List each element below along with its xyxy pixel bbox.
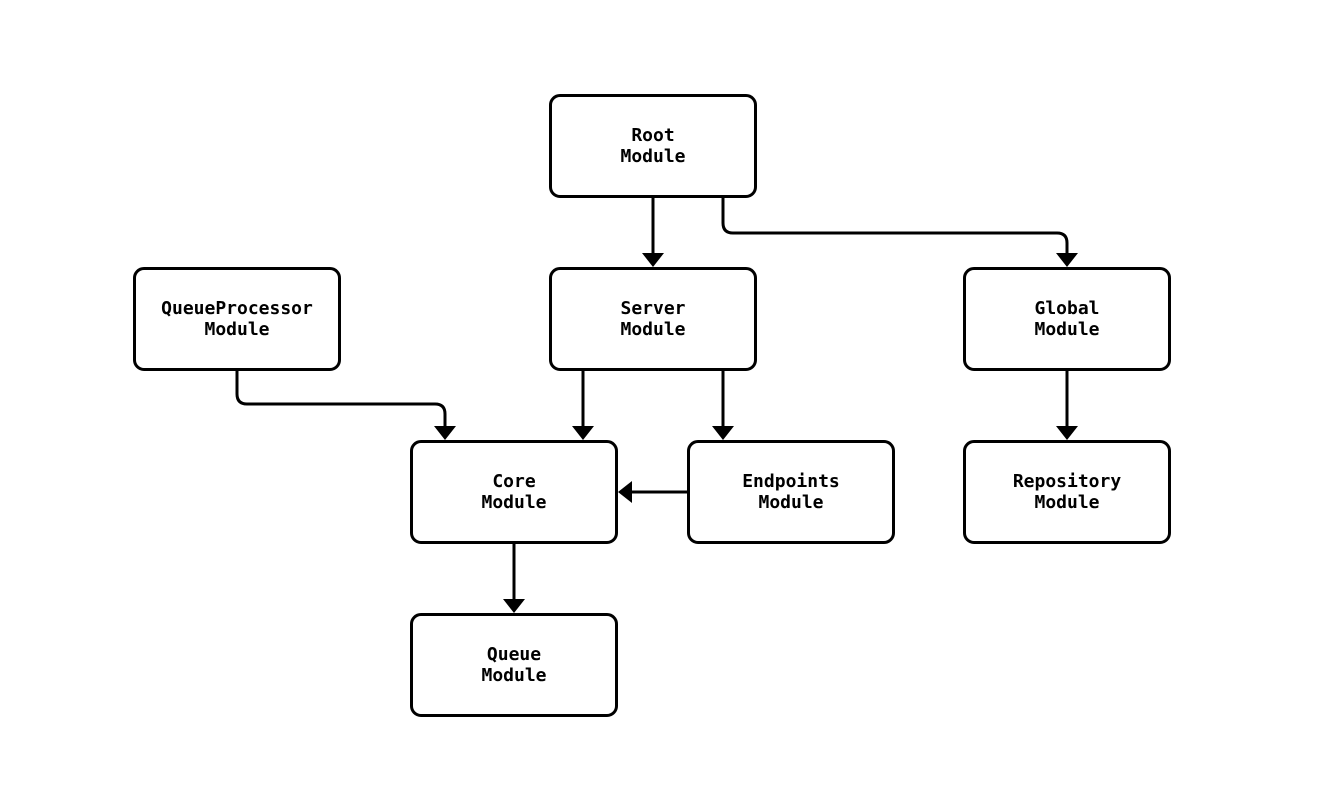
node-root-module: Root Module [549,94,757,198]
node-endpoints-module-suffix: Module [758,492,824,513]
node-queue-module-suffix: Module [481,665,547,686]
node-core-module-name: Core [492,471,536,492]
arrowhead-server-core [572,426,594,440]
edge-endpoints-core [618,481,687,503]
arrowhead-endpoints-core [618,481,632,503]
arrowhead-root-server [642,253,664,267]
node-endpoints-module-name: Endpoints [742,471,840,492]
node-global-module-suffix: Module [1034,319,1100,340]
node-core-module: Core Module [410,440,618,544]
edge-root-global [721,198,1078,267]
node-server-module: Server Module [549,267,757,371]
node-global-module-name: Global [1034,298,1100,319]
node-root-module-suffix: Module [620,146,686,167]
arrowhead-core-queue [503,599,525,613]
node-queueprocessor-module: QueueProcessor Module [133,267,341,371]
edge-global-repository [1056,371,1078,440]
node-root-module-name: Root [631,125,675,146]
arrowhead-server-endpoints [712,426,734,440]
node-core-module-suffix: Module [481,492,547,513]
node-server-module-name: Server [620,298,686,319]
edge-queueprocessor-core [235,371,456,440]
edge-server-endpoints [712,371,734,440]
node-repository-module-suffix: Module [1034,492,1100,513]
arrowhead-global-repository [1056,426,1078,440]
node-endpoints-module: Endpoints Module [687,440,895,544]
arrowhead-queueprocessor-core [434,426,456,440]
node-server-module-suffix: Module [620,319,686,340]
node-queueprocessor-module-name: QueueProcessor [161,298,313,319]
node-queue-module-name: Queue [486,644,542,665]
node-queueprocessor-module-suffix: Module [204,319,270,340]
node-queue-module: Queue Module [410,613,618,717]
edge-core-queue [503,544,525,613]
edge-root-global-line [721,198,1069,254]
node-repository-module: Repository Module [963,440,1171,544]
edge-queueprocessor-core-line [235,371,447,427]
node-global-module: Global Module [963,267,1171,371]
node-repository-module-name: Repository [1012,471,1122,492]
arrowhead-root-global [1056,253,1078,267]
edge-server-core [572,371,594,440]
edge-root-server [642,198,664,267]
